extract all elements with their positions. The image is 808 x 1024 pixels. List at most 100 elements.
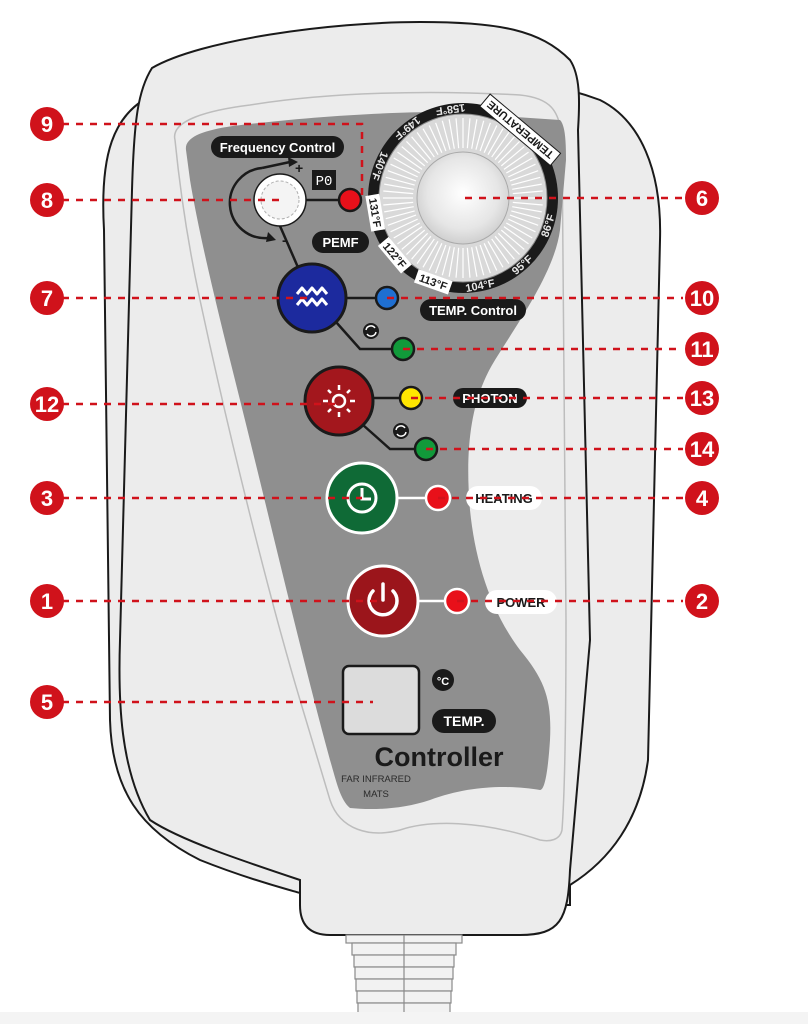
dial-ridge [471, 119, 478, 149]
callout-5: 5 [30, 685, 64, 719]
callout-number: 12 [35, 392, 59, 417]
callout-9: 9 [30, 107, 64, 141]
dial-ridge [401, 229, 426, 250]
temp-control-label: TEMP. Control [420, 299, 526, 321]
dial-ridge [503, 151, 529, 170]
dial-ridge [393, 222, 420, 239]
pemf-label: PEMF [312, 231, 369, 253]
heating-label: HEATING [466, 486, 542, 510]
photon-text: PHOTON [462, 391, 517, 406]
dial-ridge [384, 206, 414, 213]
dial-ridge [387, 214, 417, 226]
dial-ridge [512, 201, 543, 206]
callout-number: 10 [690, 286, 714, 311]
cord-strain-relief [345, 934, 463, 1016]
callout-14: 14 [685, 432, 719, 466]
dial-ridge [406, 232, 429, 255]
dial-ridge [479, 244, 491, 274]
dial-tick-label: 104°F [465, 278, 496, 295]
brand-title: Controller [374, 742, 503, 772]
cycle-icon [393, 423, 409, 439]
dial-ridge [509, 170, 539, 182]
callout-number: 9 [41, 112, 53, 137]
dial-ridge [390, 163, 418, 178]
dial-ridge [441, 246, 451, 276]
dial-tick-label: 158°F [435, 101, 466, 117]
callout-7: 7 [30, 281, 64, 315]
frequency-display: P0 [312, 170, 336, 190]
plus-sign: + [295, 160, 303, 176]
frequency-display-value: P0 [316, 174, 333, 190]
callout-8: 8 [30, 183, 64, 217]
callout-10: 10 [685, 281, 719, 315]
dial-ridge [483, 125, 498, 153]
callout-number: 6 [696, 186, 708, 211]
temp-label: TEMP. [432, 709, 496, 733]
dial-title-band [479, 93, 562, 167]
cycle-icon [363, 323, 379, 339]
dial-tick-bg [365, 193, 386, 232]
dial-ridge [466, 118, 471, 149]
callout-number: 13 [690, 386, 714, 411]
dial-ridge [494, 235, 515, 260]
dial-ridge [397, 226, 423, 245]
frequency-control-label: Frequency Control [211, 136, 344, 158]
brand-subtitle-line2: MATS [363, 789, 389, 800]
dial-ridge [491, 132, 510, 158]
dial-ridge [455, 247, 460, 278]
power-text: POWER [496, 595, 546, 610]
dial-ridges [383, 118, 543, 278]
dial-ridge [471, 247, 478, 277]
dial-ridge [500, 229, 525, 250]
callout-number: 3 [41, 486, 53, 511]
callout-11: 11 [685, 332, 719, 366]
dial-ridge [475, 120, 485, 150]
dial-ridge [455, 118, 460, 149]
dial-ridge [497, 232, 520, 255]
minus-sign: - [282, 232, 287, 248]
temperature-display [341, 664, 421, 736]
dial-ridge [416, 238, 435, 264]
connector-line [362, 424, 420, 451]
dial-ridge [384, 183, 414, 190]
callout-2: 2 [685, 584, 719, 618]
dial-ridge [509, 214, 539, 226]
dial-ridge [506, 157, 533, 174]
callout-lines [62, 122, 683, 704]
dial-ridge [448, 119, 455, 149]
dial-ridge [393, 157, 420, 174]
dial-ridge [411, 235, 432, 260]
photon-button[interactable] [303, 365, 375, 437]
power-icon [367, 582, 399, 617]
dial-ridge [385, 210, 415, 220]
dial-ridge [385, 176, 415, 186]
dial-ridge [487, 241, 504, 268]
callout-13: 13 [685, 381, 719, 415]
dial-ridge [506, 222, 533, 239]
callout-number: 5 [41, 690, 53, 715]
temp-text: TEMP. [444, 713, 485, 729]
dial-ridge [422, 128, 439, 155]
dial-tick-bg [377, 236, 412, 274]
power-label: POWER [485, 590, 557, 614]
dial-ridge [428, 243, 443, 271]
dial-ridge [441, 120, 451, 150]
dial-ridge [435, 244, 447, 274]
dial-ridge [383, 201, 414, 206]
dial-ridge [406, 141, 429, 164]
callout-number: 1 [41, 589, 53, 614]
dial-ridge [491, 238, 510, 264]
dial-ridge [512, 183, 542, 190]
callout-number: 14 [690, 437, 715, 462]
callout-1: 1 [30, 584, 64, 618]
callout-number: 2 [696, 589, 708, 614]
dial-ridge [511, 210, 541, 220]
dial-ridge [508, 163, 536, 178]
dial-ridge [483, 243, 498, 271]
dial-ridge [435, 122, 447, 152]
callout-3: 3 [30, 481, 64, 515]
celsius-text: °C [437, 676, 449, 688]
heating-text: HEATING [475, 491, 533, 506]
dial-ridge [383, 190, 414, 195]
